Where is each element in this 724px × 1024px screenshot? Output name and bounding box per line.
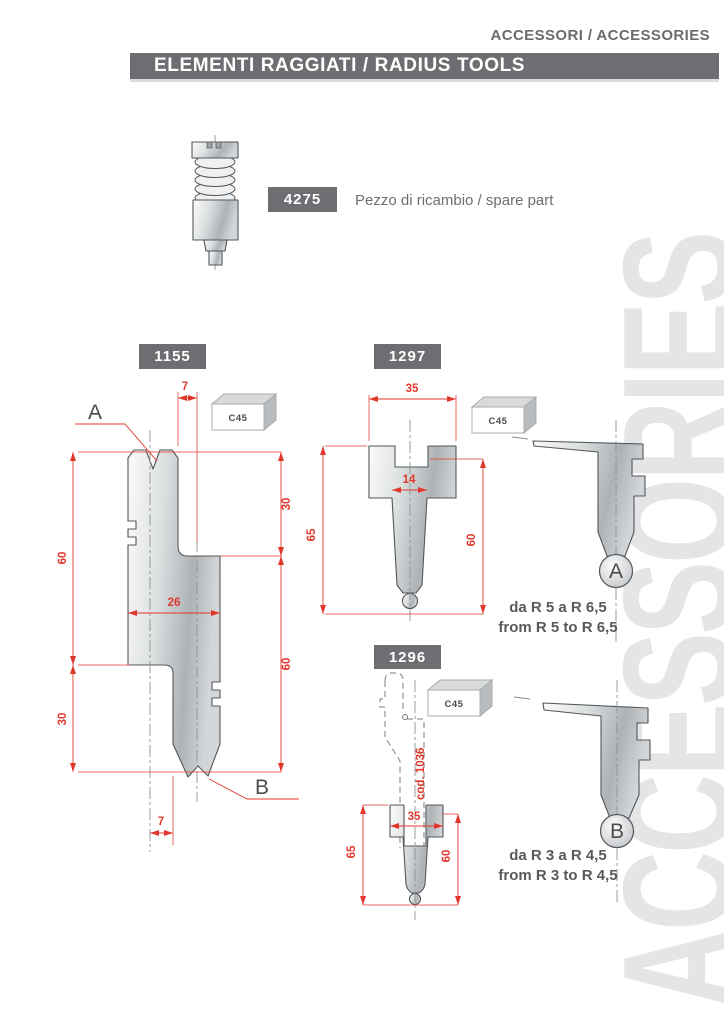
dim-1155-left-lower: 30 xyxy=(57,713,69,726)
drawing-1155: 7 A 60 30 30 60 26 7 xyxy=(57,381,299,852)
dim-1155-right-upper: 30 xyxy=(281,498,293,511)
drawing-variant-a: A xyxy=(511,420,646,642)
dim-1297-width: 35 xyxy=(406,383,419,395)
dim-1296-right-height: 60 xyxy=(441,850,453,863)
variant-a-caption-en: from R 5 to R 6,5 xyxy=(498,619,618,636)
material-label: C45 xyxy=(229,413,248,424)
dim-1155-right-lower: 60 xyxy=(281,658,293,671)
variant-b-letter: B xyxy=(610,820,624,843)
dim-1155-top-width: 7 xyxy=(182,381,188,393)
variant-a-caption-it: da R 5 a R 6,5 xyxy=(509,599,607,616)
dim-1297-right-height: 60 xyxy=(466,534,478,547)
screw-slot xyxy=(206,141,213,149)
material-box-c45: C45 xyxy=(426,678,494,718)
variant-b-circle xyxy=(599,813,635,849)
detail-label-b: B xyxy=(255,776,269,799)
dim-1296-width: 35 xyxy=(408,811,421,823)
dim-1155-bottom-width: 7 xyxy=(158,816,164,828)
material-box-c45: C45 xyxy=(210,392,278,432)
material-box-c45: C45 xyxy=(470,395,538,435)
variant-a-circle xyxy=(598,553,634,589)
screw-slot xyxy=(215,141,222,149)
dim-1297-left-height: 65 xyxy=(306,528,318,541)
drawing-variant-b: B xyxy=(513,680,651,902)
part-code-badge-1297: 1297 xyxy=(374,344,441,369)
dim-1296-left-height: 65 xyxy=(346,845,358,858)
variant-b-caption-it: da R 3 a R 4,5 xyxy=(509,847,607,864)
dim-1297-slot: 14 xyxy=(403,474,416,486)
material-label: C45 xyxy=(445,699,464,710)
part-code-badge-1296: 1296 xyxy=(374,645,441,669)
dim-1155-left-upper: 60 xyxy=(57,552,69,565)
spare-part-caption: Pezzo di ricambio / spare part xyxy=(355,192,554,209)
variant-b-caption: da R 3 a R 4,5 from R 3 to R 4,5 xyxy=(473,846,643,886)
variant-a-letter: A xyxy=(609,560,623,583)
drawing-1296: cod. 1036 35 65 60 xyxy=(346,672,461,920)
variant-b-caption-en: from R 3 to R 4,5 xyxy=(498,867,618,884)
adapter-code: cod. 1036 xyxy=(415,748,427,800)
spare-part-drawing xyxy=(191,135,239,270)
page-title: ELEMENTI RAGGIATI / RADIUS TOOLS xyxy=(154,55,526,76)
variant-a-caption: da R 5 a R 6,5 from R 5 to R 6,5 xyxy=(473,598,643,638)
material-label: C45 xyxy=(489,416,508,427)
shank-hole xyxy=(402,714,408,720)
drawing-1297: 35 14 65 60 xyxy=(306,383,486,622)
page-title-bar: ELEMENTI RAGGIATI / RADIUS TOOLS xyxy=(130,53,719,82)
part-code-badge-1155: 1155 xyxy=(139,344,206,369)
part-code-badge-4275: 4275 xyxy=(268,187,337,212)
dim-1155-mid-width: 26 xyxy=(168,597,181,609)
section-header: ACCESSORI / ACCESSORIES xyxy=(490,27,710,44)
detail-label-a: A xyxy=(88,401,102,424)
